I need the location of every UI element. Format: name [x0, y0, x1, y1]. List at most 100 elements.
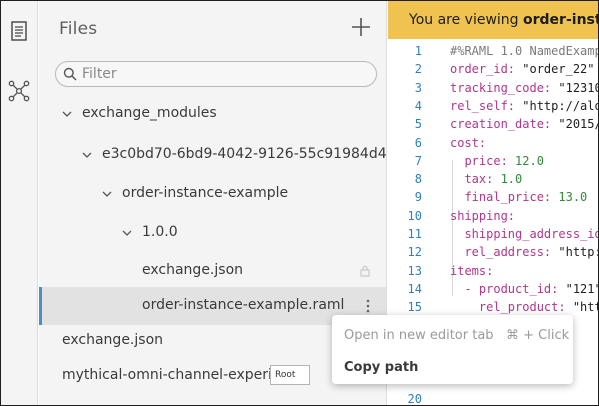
code-line: 9 final_price: 13.0 — [388, 190, 598, 208]
tree-item-label: exchange.json — [142, 262, 244, 278]
code-line: 11 shipping_address_id — [388, 227, 598, 245]
code-value: "http: — [551, 245, 599, 260]
code-text: - product_id: "121" — [450, 281, 599, 296]
code-line: 10 shipping: — [388, 208, 598, 227]
code-value: 13.0 — [551, 190, 588, 205]
tree-item-exchange-json[interactable]: exchange.json — [39, 322, 386, 360]
tree-item-label: 1.0.0 — [142, 224, 178, 240]
line-number: 1 — [414, 44, 422, 58]
menu-item-label: Copy path — [344, 360, 419, 375]
line-number: 10 — [407, 208, 422, 223]
code-key: rel_self: — [450, 98, 516, 113]
line-number: 5 — [414, 117, 422, 132]
code-line: 6 cost: — [388, 135, 598, 154]
tree-item-order-instance-example-raml[interactable]: order-instance-example.raml — [39, 287, 386, 325]
code-value: "12310 — [551, 80, 599, 95]
code-key: price: — [450, 153, 508, 168]
tree-item-label: order-instance-example.raml — [142, 297, 345, 313]
code-key: cost: — [450, 135, 487, 150]
menu-item-shortcut: ⌘ + Click — [506, 328, 570, 343]
code-line: 1 #%RAML 1.0 NamedExamp — [388, 44, 599, 62]
chevron-down-icon — [82, 152, 92, 158]
code-text: tracking_code: "12310 — [450, 80, 599, 95]
code-line: 14 - product_id: "121" — [388, 281, 599, 300]
code-key: rel_product: — [450, 300, 566, 315]
code-key: shipping: — [450, 208, 516, 223]
tree-item-asset-id-folder[interactable]: e3c0bd70-6bd9-4042-9126-55c91984d43f — [39, 136, 387, 174]
code-text: final_price: 13.0 — [450, 190, 587, 204]
graph-icon[interactable] — [5, 77, 33, 105]
code-value: "121" — [558, 281, 599, 296]
line-number: 3 — [414, 80, 422, 95]
tree-item-mythical-root[interactable]: mythical-omni-channel-experienc… — [39, 357, 386, 395]
chevron-down-icon — [102, 191, 112, 197]
document-icon[interactable] — [5, 17, 33, 45]
code-line: 7 price: 12.0 — [388, 153, 598, 172]
chevron-down-icon — [62, 111, 72, 117]
line-number: 14 — [407, 281, 422, 296]
code-line: 12 rel_address: "http: — [388, 245, 599, 263]
menu-item-label: Open in new editor tab — [344, 328, 494, 343]
code-key: order_id: — [450, 62, 516, 77]
code-line: 3 tracking_code: "12310 — [388, 80, 599, 99]
tree-item-exchange-json-nested[interactable]: exchange.json — [39, 252, 386, 290]
tree-item-label: order-instance-example — [122, 185, 289, 201]
code-key: final_price: — [450, 190, 552, 205]
banner-file: order-instanc — [523, 12, 598, 28]
code-value: 12.0 — [507, 153, 544, 168]
tree-item-label: e3c0bd70-6bd9-4042-9126-55c91984d43f — [102, 146, 387, 162]
tree-item-version-folder[interactable]: 1.0.0 — [39, 214, 386, 252]
code-text: price: 12.0 — [450, 153, 544, 168]
code-text: items: — [450, 264, 493, 278]
code-text: creation_date: "2015/ — [450, 117, 599, 132]
code-text: shipping_address_id — [450, 227, 598, 241]
menu-item-copy-path[interactable]: Copy path — [332, 353, 573, 383]
code-key: creation_date: — [450, 117, 552, 132]
code-line: 5 creation_date: "2015/ — [388, 117, 599, 135]
line-number: 20 — [407, 391, 422, 406]
line-number: 12 — [407, 245, 422, 260]
code-text: order_id: "order_22" — [450, 62, 595, 76]
code-key: - product_id: — [450, 281, 559, 296]
add-file-button[interactable] — [349, 15, 373, 39]
code-value: "htt — [565, 300, 599, 315]
code-value: "2015/ — [551, 117, 599, 132]
tree-item-label: exchange.json — [62, 332, 164, 348]
activity-rail — [1, 1, 38, 405]
line-number: 8 — [414, 172, 422, 187]
more-options-icon[interactable] — [365, 298, 371, 314]
context-menu: Open in new editor tab ⌘ + Click Copy pa… — [332, 315, 573, 384]
line-number: 4 — [414, 98, 422, 113]
code-line: 15 rel_product: "htt — [388, 300, 599, 318]
code-line: 20 — [388, 391, 598, 406]
code-key: items: — [450, 263, 494, 278]
code-value: #%RAML 1.0 NamedExamp — [450, 44, 599, 58]
code-line: 8 tax: 1.0 — [388, 172, 598, 190]
read-only-banner: You are viewing order-instanc — [388, 1, 598, 39]
plus-icon — [352, 18, 370, 36]
tree-item-order-instance-example[interactable]: order-instance-example — [39, 175, 386, 213]
line-number: 15 — [407, 300, 422, 315]
code-line: 4 rel_self: "http://alo — [388, 98, 598, 117]
code-value: "order_22" — [515, 62, 595, 77]
tree-item-exchange-modules[interactable]: exchange_modules — [39, 95, 386, 133]
code-text: shipping: — [450, 209, 515, 223]
code-text: rel_self: "http://alo — [450, 98, 598, 113]
code-text: tax: 1.0 — [450, 172, 522, 186]
tree-item-label: exchange_modules — [82, 105, 217, 121]
banner-prefix: You are viewing — [409, 12, 524, 28]
filter-box — [55, 61, 377, 87]
files-panel: Files exchange_modules e3c0bd70-6bd9-404… — [39, 1, 387, 405]
menu-item-open-new-tab[interactable]: Open in new editor tab ⌘ + Click — [332, 321, 573, 351]
line-number: 11 — [407, 227, 422, 241]
search-icon — [63, 67, 77, 81]
files-title: Files — [59, 19, 98, 39]
code-key: tracking_code: — [450, 80, 552, 95]
line-number: 6 — [414, 135, 422, 150]
filter-input[interactable] — [82, 64, 362, 84]
code-text: rel_product: "htt — [450, 300, 599, 315]
lock-icon — [360, 265, 370, 277]
chevron-down-icon — [122, 230, 132, 236]
